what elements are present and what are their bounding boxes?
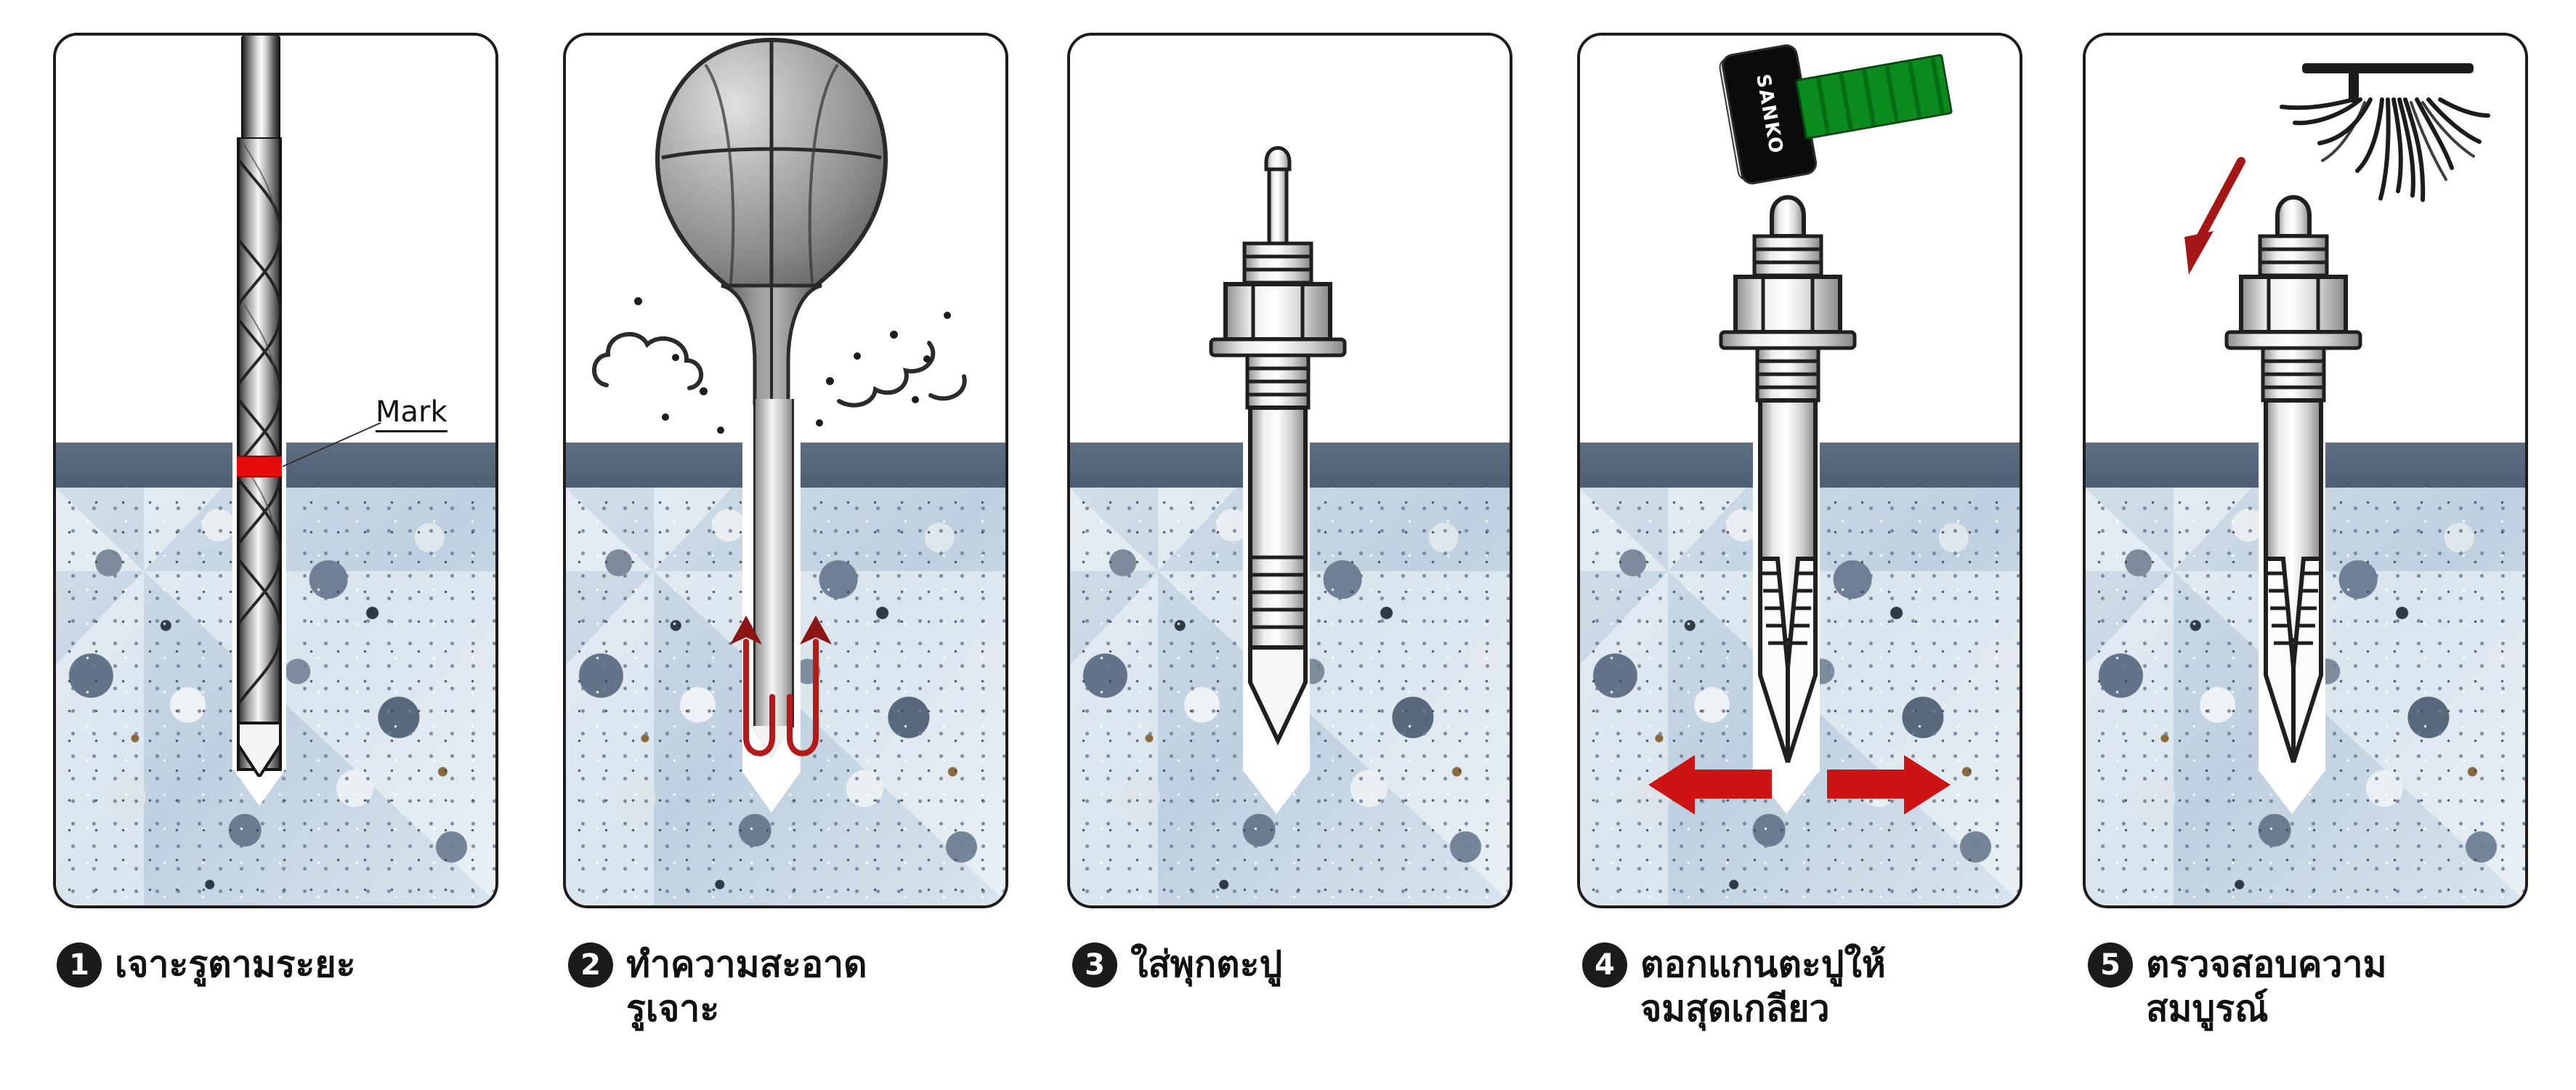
hammer-brand-label: SANKO xyxy=(1751,72,1788,157)
step-number-badge-3: 3 xyxy=(1072,942,1117,988)
blower-nozzle xyxy=(721,283,822,405)
dust-dot xyxy=(634,297,642,305)
dust-dot xyxy=(923,355,931,363)
dust-dot xyxy=(717,427,724,434)
nail-anchor-assembly xyxy=(1209,146,1347,746)
dust-dot xyxy=(672,354,679,361)
dust-dot xyxy=(816,419,823,427)
step-panel-2 xyxy=(563,33,1008,908)
step-number-badge-4: 4 xyxy=(1582,942,1627,988)
hammer-handle xyxy=(1794,53,1953,140)
step-panel-4: SANKO xyxy=(1577,33,2022,908)
mark-label: Mark xyxy=(376,395,447,432)
step-caption-text-5: ตรวจสอบความ สมบูรณ์ xyxy=(2146,943,2387,1030)
step-number-badge-2: 2 xyxy=(568,942,613,988)
step-caption-text-2: ทำความสะอาด รูเจาะ xyxy=(626,943,867,1030)
step-panel-5 xyxy=(2083,33,2528,908)
drilled-hole-tip xyxy=(742,772,801,812)
dust-cloud-left xyxy=(592,332,703,390)
drilled-hole-tip xyxy=(1243,770,1310,814)
step-caption-1: 1 เจาะรูตามระยะ xyxy=(57,942,507,988)
step-panel-1: Mark xyxy=(53,33,498,908)
inspection-arrow xyxy=(2184,157,2245,275)
dust-cloud-right xyxy=(837,341,967,408)
dust-dot xyxy=(912,396,919,403)
step-number-badge-5: 5 xyxy=(2088,942,2133,988)
expansion-arrow-left xyxy=(1648,755,1772,815)
step-caption-4: 4 ตอกแกนตะปูให้ จมสุดเกลียว xyxy=(1582,942,2047,1031)
drill-shank xyxy=(241,36,280,152)
step-caption-text-3: ใส่พุกตะปู xyxy=(1130,943,1283,985)
step-number-badge-1: 1 xyxy=(57,942,102,988)
dust-dot xyxy=(854,352,861,360)
airflow-arrows xyxy=(730,615,832,756)
step-caption-3: 3 ใส่พุกตะปู xyxy=(1072,942,1523,988)
dust-dot xyxy=(944,312,951,319)
depth-mark-band xyxy=(237,456,282,477)
step-caption-text-1: เจาะรูตามระยะ xyxy=(115,943,356,985)
step-caption-5: 5 ตรวจสอบความ สมบูรณ์ xyxy=(2088,942,2553,1031)
dust-dot xyxy=(890,331,898,339)
nail-anchor-assembly-finished xyxy=(2224,195,2362,763)
dust-dot xyxy=(662,413,669,421)
blower-tube xyxy=(753,399,794,727)
drilled-hole-tip xyxy=(2259,770,2325,814)
brush-icon xyxy=(2280,63,2490,202)
step-caption-2: 2 ทำความสะอาด รูเจาะ xyxy=(568,942,1018,1031)
dust-dot xyxy=(826,377,834,385)
nail-anchor-assembly-driven xyxy=(1719,195,1857,763)
expansion-arrow-right xyxy=(1827,755,1951,815)
step-caption-text-4: ตอกแกนตะปูให้ จมสุดเกลียว xyxy=(1640,943,1886,1030)
step-panel-3 xyxy=(1067,33,1512,908)
dust-dot xyxy=(700,387,708,395)
